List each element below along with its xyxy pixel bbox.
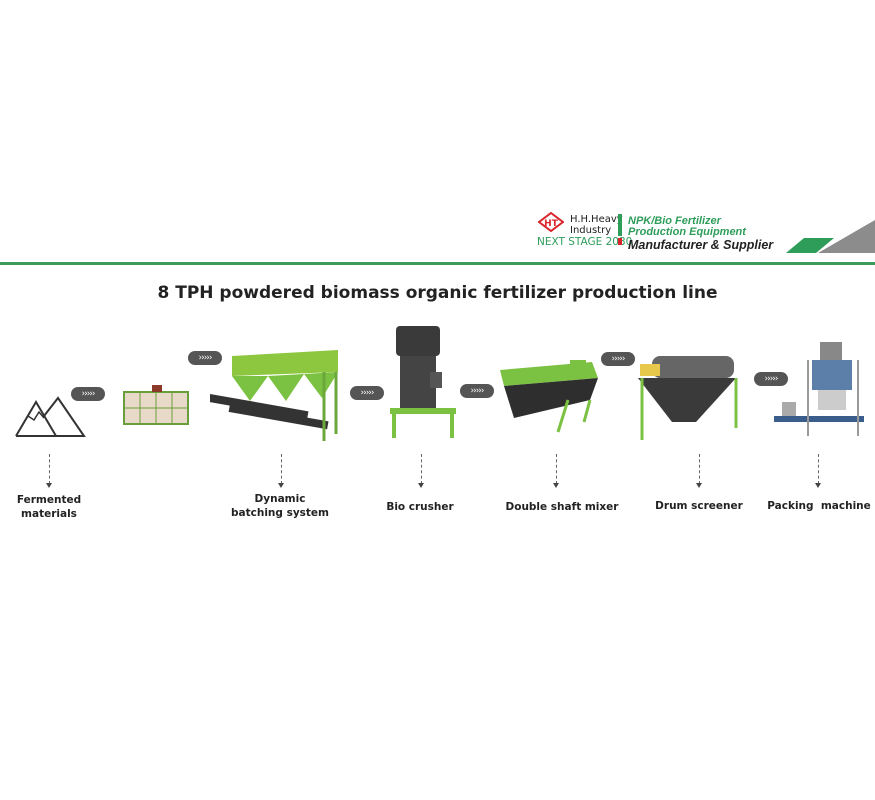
company-name-line1: H.H.Heavy (570, 214, 623, 225)
label-line: Dynamic (254, 493, 306, 505)
flow-arrow-1: ››››› (71, 387, 105, 401)
tagline-line3: Manufacturer & Supplier (628, 238, 774, 252)
flow-arrow-3: ››››› (350, 386, 384, 400)
down-arrow-2 (278, 454, 284, 488)
company-name-line2: Industry (570, 225, 612, 236)
label-line: batching system (231, 507, 329, 519)
company-logo: HT (537, 211, 565, 236)
label-line: Fermented (16, 494, 82, 506)
down-arrow-3 (418, 454, 424, 488)
brand-divider-red (618, 238, 622, 245)
page-title: 8 TPH powdered biomass organic fertilize… (157, 283, 718, 303)
double-shaft-mixer-image (500, 360, 598, 433)
down-arrow-1 (46, 454, 52, 488)
down-arrow-4 (553, 454, 559, 488)
tagline-line1: NPK/Bio Fertilizer (628, 215, 721, 227)
header-divider (0, 262, 875, 265)
fermentation-tank-icon (123, 385, 189, 425)
packing-machine-image (774, 342, 864, 436)
mountain-icon (15, 396, 86, 437)
flow-arrow-4: ››››› (460, 384, 494, 398)
tagline-line2: Production Equipment (628, 226, 746, 238)
company-name: H.H.Heavy Industry (570, 214, 623, 236)
step-label-bio-crusher: Bio crusher (386, 501, 454, 513)
step-label-fermented-materials: Fermented materials (0, 493, 119, 521)
header-decoration (786, 220, 875, 253)
brand-divider (618, 214, 622, 236)
flow-arrow-2: ››››› (188, 351, 222, 365)
flow-arrow-5: ››››› (601, 352, 635, 366)
batching-system-image (210, 350, 338, 441)
label-line: materials (21, 508, 77, 520)
drum-screener-image (638, 356, 738, 440)
step-label-double-shaft-mixer: Double shaft mixer (505, 501, 619, 513)
step-label-dynamic-batching: Dynamic batching system (210, 492, 350, 520)
down-arrow-6 (815, 454, 821, 488)
step-label-packing-machine: Packing machine (767, 500, 871, 512)
tagline: NPK/Bio Fertilizer Production Equipment … (628, 215, 774, 253)
svg-text:HT: HT (544, 219, 559, 229)
step-label-drum-screener: Drum screener (655, 500, 743, 512)
flow-arrow-6: ››››› (754, 372, 788, 386)
slogan: NEXT STAGE 2030 (537, 236, 633, 248)
down-arrow-5 (696, 454, 702, 488)
bio-crusher-image (390, 326, 456, 438)
